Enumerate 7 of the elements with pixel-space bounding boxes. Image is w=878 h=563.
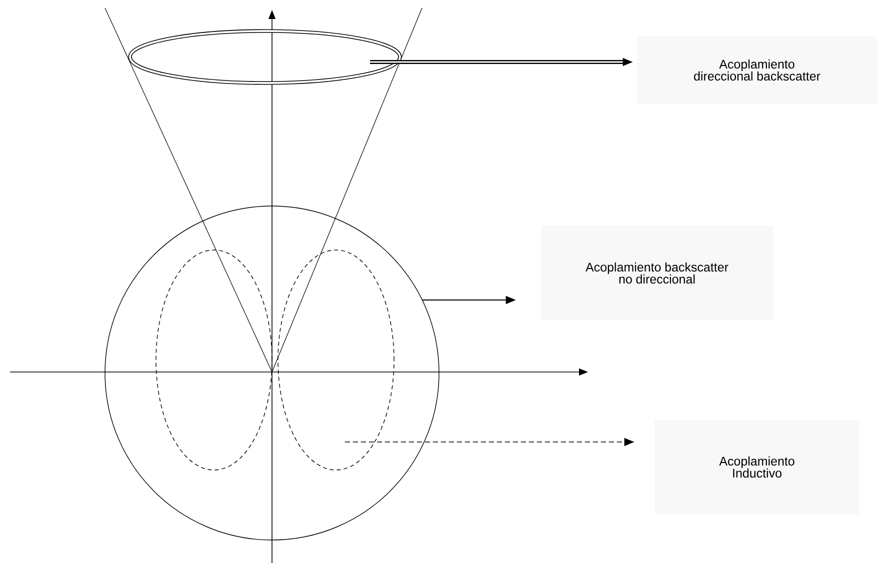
ring-ellipse [128, 29, 402, 85]
text-box: Acoplamiento backscatter no direccional [541, 226, 773, 320]
dashed-lobe [278, 250, 394, 470]
text-box: Acoplamiento direccional backscatter [637, 36, 877, 104]
text-box: Acoplamiento Inductivo [654, 420, 860, 514]
circle [104, 206, 440, 540]
dashed-lobe [156, 250, 272, 470]
